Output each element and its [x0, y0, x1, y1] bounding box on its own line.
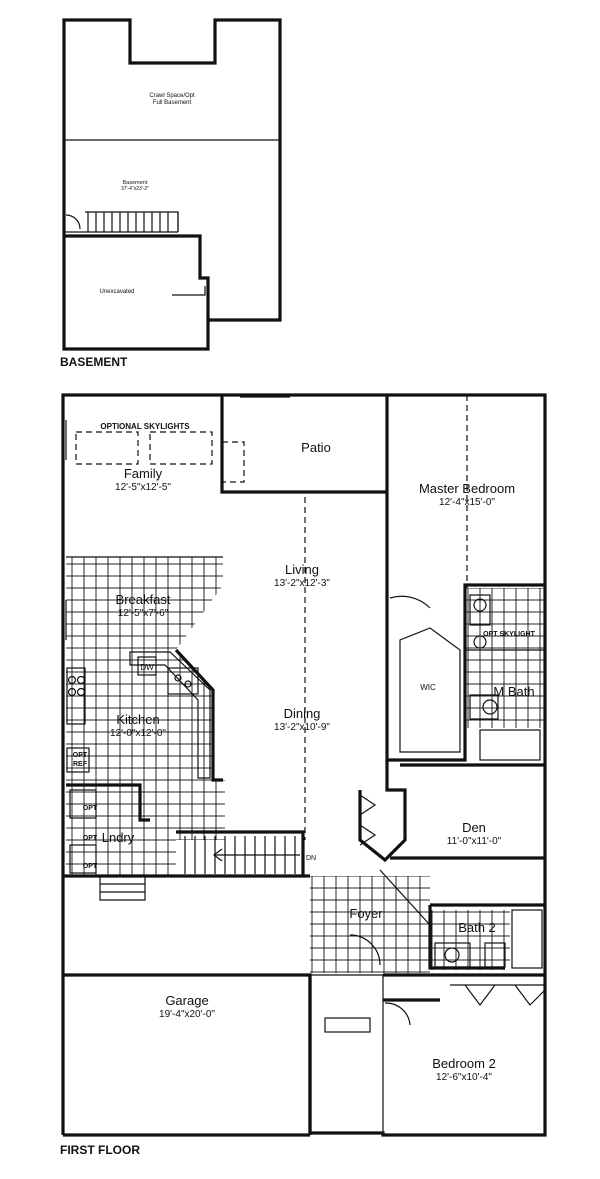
den-label: Den [462, 820, 486, 835]
kitchen-label: Kitchen [116, 712, 159, 727]
family-label: Family [124, 466, 163, 481]
opt-ref-label: OPT [73, 752, 88, 759]
dining-label: Dining [284, 706, 321, 721]
basement-room-label: Basement [123, 180, 148, 186]
full-basement-label: Full Basement [153, 100, 192, 106]
family-dims: 12'-5"x12'-5" [115, 482, 171, 493]
first-floor-plan [61, 393, 547, 1137]
mbath-tile [466, 588, 546, 728]
opt-lt-label: OPT [83, 863, 98, 870]
crawl-space-label: Crawl Space/Opt [149, 93, 195, 99]
ref-label: REF [73, 761, 88, 768]
opt-skylight-label: OPT SKYLIGHT [483, 631, 535, 638]
patio-label: Patio [301, 440, 331, 455]
first-floor-title: FIRST FLOOR [60, 1143, 140, 1157]
wic-label: WIC [420, 683, 436, 692]
garage-label: Garage [165, 993, 208, 1008]
breakfast-kitchen-tile [66, 557, 225, 876]
breakfast-label: Breakfast [116, 592, 171, 607]
bedroom2-label: Bedroom 2 [432, 1056, 496, 1071]
opt-washer-label: OPT [83, 805, 98, 812]
master-label: Master Bedroom [419, 481, 515, 496]
garage-dims: 19'-4"x20'-0" [159, 1009, 215, 1020]
den-dims: 11'-0"x11'-0" [447, 836, 502, 847]
breakfast-dims: 12'-5"x7'-6" [118, 608, 169, 619]
laundry-label: Lndry [102, 830, 135, 845]
basement-plan [62, 18, 282, 351]
basement-labels: Crawl Space/Opt Full Basement Basement 3… [60, 93, 195, 369]
foyer-label: Foyer [349, 906, 383, 921]
kitchen-dims: 12'-0"x12'-0" [110, 728, 166, 739]
living-label: Living [285, 562, 319, 577]
basement-title: BASEMENT [60, 355, 128, 369]
foyer-tile [310, 876, 430, 973]
unexcavated-label: Unexcavated [99, 289, 134, 295]
bedroom2-dims: 12'-6"x10'-4" [436, 1072, 492, 1083]
mbath-label: M Bath [493, 684, 534, 699]
basement-room-dims: 37'-4"x23'-2" [121, 186, 149, 192]
main-stair [184, 836, 300, 874]
bath2-label: Bath 2 [458, 920, 496, 935]
living-dims: 13'-2"x12'-3" [274, 578, 330, 589]
dw-label: DW [140, 663, 154, 672]
stair-down-label: DN [306, 855, 316, 862]
opt-dryer-label: OPT [83, 835, 98, 842]
basement-stair [87, 212, 169, 232]
skylights-label: OPTIONAL SKYLIGHTS [100, 422, 190, 431]
dining-dims: 13'-2"x10'-9" [274, 722, 330, 733]
first-floor-labels: OPTIONAL SKYLIGHTS Family 12'-5"x12'-5" … [60, 422, 536, 1157]
master-dims: 12'-4"x15'-0" [439, 497, 495, 508]
